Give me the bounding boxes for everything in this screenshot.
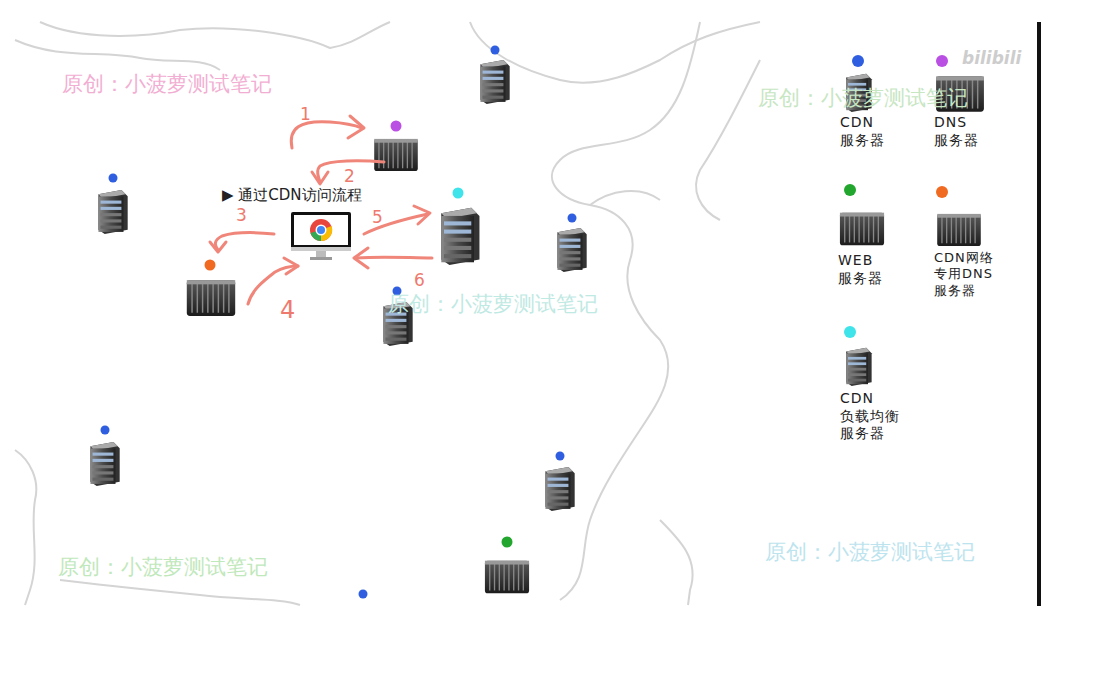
computer-icon xyxy=(290,211,352,263)
watermark: 原创：小菠萝测试笔记 xyxy=(58,553,268,581)
callout-number: 2 xyxy=(344,166,355,186)
legend-text: CDN 服务器 xyxy=(840,114,885,149)
legend-entry: CDN 负载均衡 服务器 xyxy=(840,390,900,443)
legend-swatch xyxy=(844,184,856,196)
legend-entry: CDN网络 专用DNS 服务器 xyxy=(934,250,994,299)
legend-entry: DNS 服务器 xyxy=(934,114,979,149)
watermark: 原创：小菠萝测试笔记 xyxy=(765,538,975,566)
legend-text: CDN网络 专用DNS 服务器 xyxy=(934,250,994,299)
legend-entry: WEB 服务器 xyxy=(838,252,883,287)
flow-heading: ▶ 通过CDN访问流程 xyxy=(222,186,362,205)
watermark: 原创：小菠萝测试笔记 xyxy=(388,290,598,318)
legend-swatch xyxy=(852,55,864,67)
watermark: 原创：小菠萝测试笔记 xyxy=(758,84,968,112)
callout-number: 4 xyxy=(280,296,295,324)
callout-number: 5 xyxy=(372,207,383,227)
legend-swatch xyxy=(936,186,948,198)
callout-number: 6 xyxy=(414,270,425,290)
logo-text: bilibili xyxy=(962,48,1021,68)
legend-swatch xyxy=(844,326,856,338)
legend-text: DNS 服务器 xyxy=(934,114,979,149)
legend-text: WEB 服务器 xyxy=(838,252,883,287)
legend-swatch xyxy=(936,55,948,67)
legend-entry: CDN 服务器 xyxy=(840,114,885,149)
watermark: 原创：小菠萝测试笔记 xyxy=(62,70,272,98)
callout-number: 1 xyxy=(300,104,311,124)
legend-text: CDN 负载均衡 服务器 xyxy=(840,390,900,443)
callout-number: 3 xyxy=(236,205,247,225)
